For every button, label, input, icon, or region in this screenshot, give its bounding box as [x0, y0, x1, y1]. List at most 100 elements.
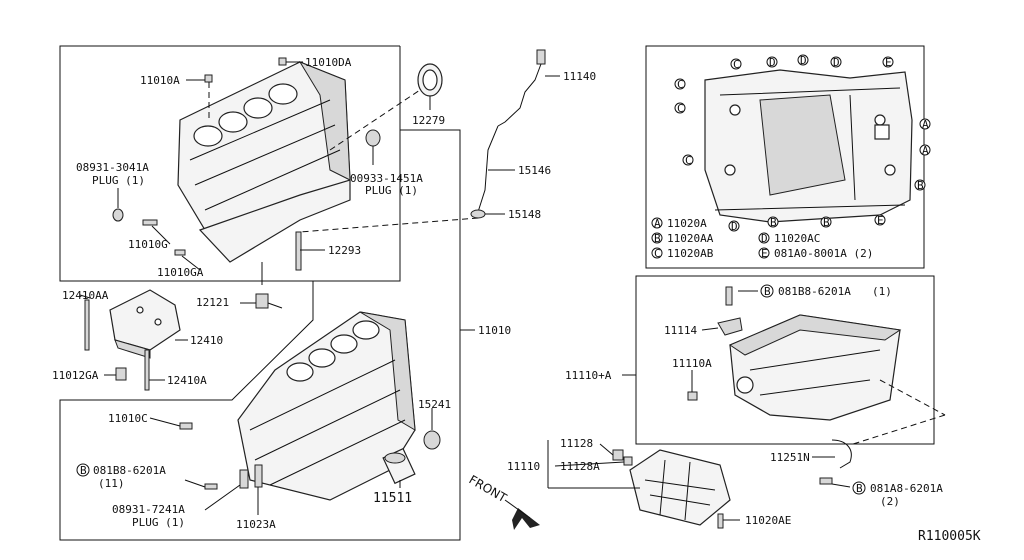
bolt-marker-b-lower-letter: B — [856, 482, 863, 495]
sensor-11511 — [382, 447, 416, 485]
legend: A 11020A B 11020AA C 11020AB D 11020AC E… — [651, 217, 873, 260]
label-11110A: 11110A — [672, 357, 712, 370]
upper-block-frame — [59, 45, 401, 282]
plug-08931-3041A — [112, 208, 124, 222]
legend-text-c: 11020AB — [667, 247, 714, 260]
bracket-11114 — [717, 317, 743, 336]
lower-block-gasket-view — [704, 69, 913, 223]
bolt-12293 — [295, 231, 302, 271]
oil-pan-drawing — [728, 314, 902, 421]
bolt-11010A — [204, 74, 213, 83]
label-qty-11: (11) — [98, 477, 125, 490]
gasket-bolt-markers: C D D D E C C C A A B E B D B — [674, 54, 931, 233]
svg-text:B: B — [917, 179, 924, 192]
label-15146: 15146 — [518, 164, 551, 177]
label-11251N: 11251N — [770, 451, 810, 464]
legend-marker-d — [758, 232, 770, 244]
label-11110-A: 11110+A — [565, 369, 612, 382]
legend-text-b: 11020AA — [667, 232, 714, 245]
legend-text-a: 11020A — [667, 217, 707, 230]
bolt-081B8 — [204, 483, 218, 490]
legend-text-e: 081A0-8001A (2) — [774, 247, 873, 260]
label-12410A: 12410A — [167, 374, 207, 387]
bolt-12410AA — [84, 299, 90, 351]
label-11114: 11114 — [664, 324, 697, 337]
washer-11128A — [623, 456, 633, 466]
plug-00933 — [365, 129, 381, 147]
legend-letter-e: E — [761, 247, 768, 260]
legend-letter-b: B — [654, 232, 661, 245]
label-00933-1451A: 00933-1451A — [350, 172, 423, 185]
label-081B8-6201A-right: 081B8-6201A — [778, 285, 851, 298]
o-ring-15148 — [470, 209, 486, 219]
gasket-view-frame — [645, 45, 925, 269]
bracket-12410-drawing — [109, 289, 181, 359]
cylinder-block-main-drawing — [237, 311, 416, 501]
legend-text-d: 11020AC — [774, 232, 820, 245]
svg-text:D: D — [800, 54, 807, 67]
label-qty-1: (1) — [872, 285, 892, 298]
oil-level-gauge-11140 — [497, 49, 546, 127]
svg-text:D: D — [731, 220, 738, 233]
label-11128A: 11128A — [560, 460, 600, 473]
dowel-11010G — [142, 219, 158, 226]
svg-text:C: C — [677, 102, 684, 115]
svg-text:B: B — [823, 216, 830, 229]
label-11010C: 11010C — [108, 412, 148, 425]
svg-text:D: D — [833, 56, 840, 69]
dowel-11010GA — [174, 249, 186, 256]
legend-marker-c — [651, 247, 663, 259]
oil-pan-frame — [635, 275, 935, 445]
part-labels: 11010A 11010DA 12279 11140 08931-3041A P… — [52, 56, 981, 544]
leader-dash — [299, 217, 479, 233]
bolt-marker-b-right — [760, 284, 774, 298]
svg-text:C: C — [733, 58, 740, 71]
svg-text:B: B — [770, 216, 777, 229]
label-11010GA: 11010GA — [157, 266, 204, 279]
label-11020AE: 11020AE — [745, 514, 791, 527]
sensor-12121 — [245, 262, 283, 309]
leader-dash — [849, 414, 946, 446]
label-12279: 12279 — [412, 114, 445, 127]
label-081A8-6201A: 081A8-6201A — [870, 482, 943, 495]
svg-text:E: E — [877, 214, 884, 227]
gauge-guide-15146 — [477, 125, 499, 213]
dowel-11010C — [179, 422, 193, 430]
label-11128: 11128 — [560, 437, 593, 450]
bolt-11010DA — [278, 57, 287, 66]
leader-dash — [329, 89, 421, 151]
label-qty-2: (2) — [880, 495, 900, 508]
leader-dash — [879, 379, 946, 416]
leader-lines — [79, 61, 851, 521]
dowel-11012GA — [115, 367, 127, 381]
legend-letter-a: A — [654, 217, 661, 230]
plug-15241 — [423, 430, 441, 450]
label-plug-2: PLUG (1) — [365, 184, 418, 197]
label-15241: 15241 — [418, 398, 451, 411]
bolt-marker-b-lower — [852, 481, 866, 495]
diagram-reference-code: R110005K — [918, 529, 981, 544]
label-11010G: 11010G — [128, 238, 168, 251]
legend-letter-c: C — [654, 247, 661, 260]
cylinder-block-upper-drawing — [177, 60, 351, 263]
main-block-frame — [59, 46, 461, 541]
bolt-marker-b-right-letter: B — [764, 285, 771, 298]
bolt-11128 — [612, 449, 624, 461]
bolt-marker-b-left — [76, 463, 90, 477]
oil-strainer-drawing — [629, 449, 731, 526]
label-11140: 11140 — [563, 70, 596, 83]
label-11023A: 11023A — [236, 518, 276, 531]
label-08931-7241A: 08931-7241A — [112, 503, 185, 516]
label-11511: 11511 — [373, 491, 412, 506]
legend-letter-d: D — [761, 232, 768, 245]
label-plug-3: PLUG (1) — [132, 516, 185, 529]
label-front: FRONT — [467, 472, 510, 505]
svg-text:A: A — [922, 144, 929, 157]
svg-text:C: C — [677, 78, 684, 91]
svg-text:A: A — [922, 118, 929, 131]
svg-text:E: E — [885, 56, 892, 69]
legend-marker-a — [651, 217, 663, 229]
plug-11023A — [254, 464, 263, 488]
